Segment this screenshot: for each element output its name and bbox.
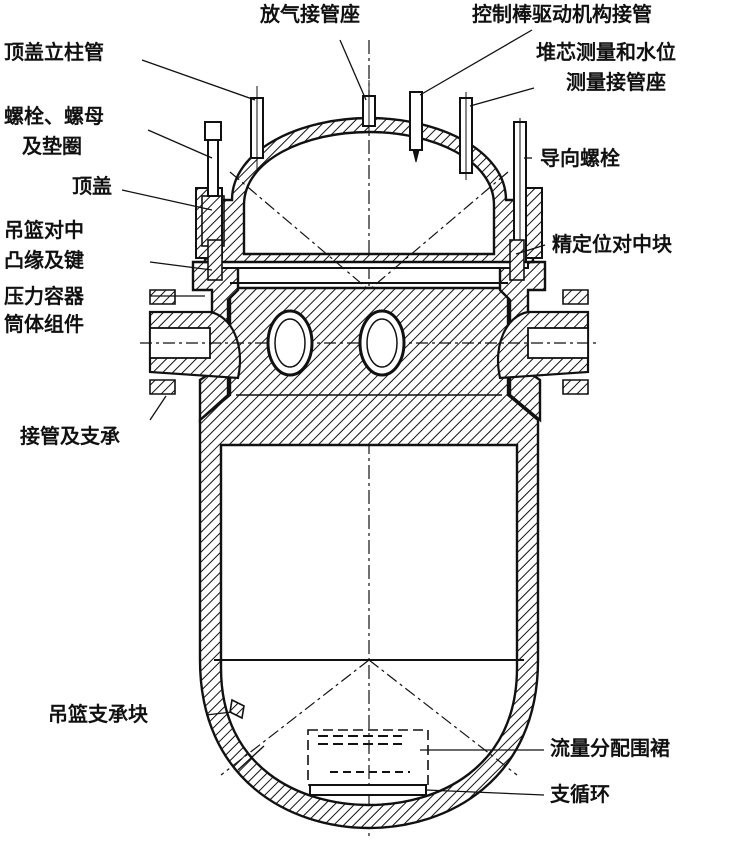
crdm-nozzle: [409, 91, 423, 163]
head-column-tube: [250, 86, 264, 170]
label-basket-align-2: 凸缘及键: [4, 248, 84, 272]
label-head: 顶盖: [72, 174, 112, 198]
basket-support-block: [229, 698, 245, 720]
label-precise-align-block: 精定位对中块: [552, 232, 672, 256]
label-guide-bolt: 导向螺栓: [540, 146, 620, 170]
label-shell-1: 压力容器: [4, 284, 84, 308]
guide-stud-right: [513, 118, 527, 263]
vent-nozzle: [362, 80, 376, 132]
label-basket-support-block: 吊篮支承块: [48, 702, 148, 726]
support-ring: [309, 784, 427, 796]
label-crdm-nozzle: 控制棒驱动机构接管: [472, 2, 652, 26]
label-incore-level-1: 堆芯测量和水位: [536, 40, 676, 64]
label-basket-align-1: 吊篮对中: [4, 218, 84, 242]
label-nozzle-support: 接管及支承: [20, 424, 120, 448]
flow-skirt: [307, 729, 429, 786]
label-incore-level-2: 测量接管座: [566, 70, 666, 94]
align-block-right: [509, 239, 525, 281]
label-bolts-nuts-1: 螺栓、螺母: [4, 104, 104, 128]
vessel-shell-wall: [198, 286, 540, 830]
label-support-ring: 支循环: [550, 782, 610, 806]
label-bolts-nuts-2: 及垫圈: [22, 134, 82, 158]
label-flow-skirt: 流量分配围裙: [550, 736, 670, 760]
inlet-nozzle-left: [148, 289, 241, 395]
label-shell-2: 筒体组件: [4, 312, 84, 336]
leader-lines: [121, 29, 546, 796]
label-vent-nozzle: 放气接管座: [260, 2, 360, 26]
label-head-column-tube: 顶盖立柱管: [4, 40, 104, 64]
align-block-left: [207, 239, 223, 281]
incore-nozzle: [459, 92, 473, 180]
